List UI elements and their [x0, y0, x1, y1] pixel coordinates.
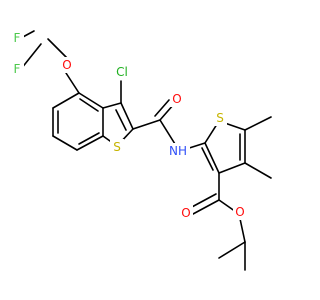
atom-f1-label: F — [14, 31, 21, 45]
bond-camide-o-double — [154, 99, 170, 117]
atom-cl-label: Cl — [116, 65, 128, 79]
bond-c3t-c2t — [204, 142, 220, 174]
atom-o-ester-label: O — [235, 205, 244, 219]
atom-o-ester-carbonyl-label: O — [181, 206, 190, 220]
atom-o-ether-label: O — [62, 58, 71, 72]
bond-c5t-methyl — [244, 116, 272, 131]
bond-cester-o-double-2 — [189, 193, 217, 209]
bond-c3t-c2t-inner — [201, 147, 214, 171]
structure-diagram: F F O Cl S O NH S — [10, 30, 272, 271]
atom-o-ether: O — [60, 57, 74, 73]
atom-s-benzothiophene-label: S — [113, 140, 121, 154]
atom-labels: F F O Cl S O NH S — [10, 30, 247, 221]
molecule-canvas: F F O Cl S O NH S — [10, 30, 272, 271]
atom-cl: Cl — [112, 64, 132, 80]
atom-f2-label: F — [14, 62, 21, 76]
atom-o-amide-label: O — [172, 92, 181, 106]
bond-c6-c7 — [52, 135, 78, 151]
bond-c3a-c4 — [78, 92, 104, 109]
bond-c3a-c3 — [102, 102, 122, 109]
atom-o-ester-carbonyl: O — [179, 205, 193, 221]
bond-c4t-c3t — [218, 162, 246, 174]
atom-s-thiophene: S — [213, 110, 227, 126]
bond-camide-n — [159, 119, 176, 145]
bond-c7-c7a-inner — [78, 132, 100, 145]
atom-f2: F — [10, 61, 24, 77]
bond-c7-c7a — [76, 135, 104, 151]
bond-c3-c2 — [120, 102, 134, 130]
atom-f1: F — [10, 30, 24, 46]
bond-ch-me1 — [218, 241, 246, 259]
atom-o-amide: O — [170, 91, 184, 107]
bond-cf2-o — [47, 38, 69, 60]
atom-nh: NH — [168, 143, 190, 159]
bond-o-c4 — [65, 72, 80, 94]
bond-c3a-c4-inner — [79, 98, 99, 112]
atom-s-benzothiophene: S — [110, 139, 124, 155]
bond-c2-camide — [132, 119, 161, 130]
bond-c4t-methyl — [244, 162, 272, 179]
atom-nh-label: NH — [169, 144, 187, 158]
atom-o-ester: O — [233, 204, 247, 220]
bond-c3-c2-inner — [115, 109, 127, 131]
atom-s-thiophene-label: S — [216, 111, 224, 125]
bond-c4-c5 — [52, 92, 80, 109]
bond-f2-cf2 — [20, 43, 42, 70]
bond-cester-o-double — [192, 199, 220, 215]
bonds — [20, 30, 272, 271]
